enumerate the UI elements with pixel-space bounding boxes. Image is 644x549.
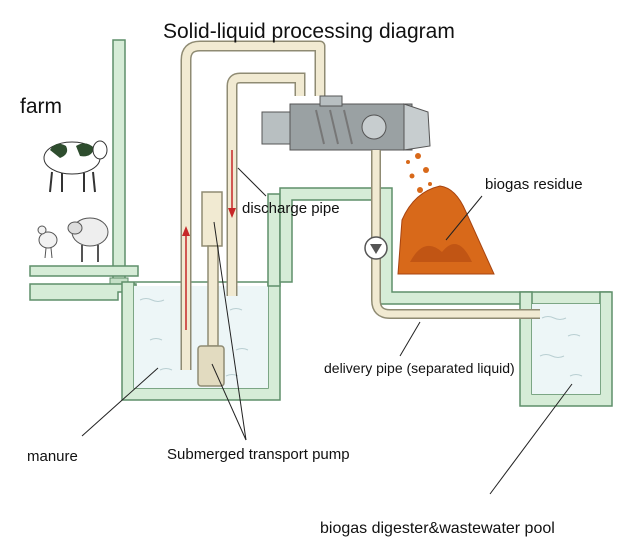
delivery-pipe-leader xyxy=(399,321,421,357)
submerged-pump xyxy=(197,191,225,387)
manure-label: manure xyxy=(27,448,78,465)
riser-pipe-inner xyxy=(182,42,324,370)
falling-solids xyxy=(406,153,432,193)
delivery-pipe-label: delivery pipe (separated liquid) xyxy=(324,360,515,376)
biogas-residue-leader xyxy=(445,195,483,241)
discharge-pipe-label: discharge pipe xyxy=(242,200,340,217)
diagram-title: Solid-liquid processing diagram xyxy=(163,20,455,43)
pool-liquid xyxy=(532,304,600,394)
digester-label: biogas digester&wastewater pool xyxy=(320,520,555,537)
pool-ripples xyxy=(539,316,583,377)
farm-floor xyxy=(29,265,139,277)
delivery-pipe-inner xyxy=(372,150,540,318)
manure-channel xyxy=(29,283,137,301)
screw-press-separator xyxy=(261,95,431,151)
flow-meter-arrow-icon xyxy=(370,244,382,254)
pig-icon xyxy=(67,217,109,262)
farm-label: farm xyxy=(20,95,62,118)
biogas-residue-label: biogas residue xyxy=(485,176,583,193)
pump-leader-b xyxy=(211,363,247,441)
return-pipe-inner xyxy=(228,74,304,296)
digester-leader xyxy=(489,383,573,495)
chicken-icon xyxy=(37,225,58,259)
discharge-pipe-leader xyxy=(237,167,267,197)
manure-leader xyxy=(81,367,159,437)
submerged-pump-label: Submerged transport pump xyxy=(167,446,350,463)
residue-shading xyxy=(410,244,472,262)
pump-leader-a xyxy=(213,221,247,441)
liquid-ripples xyxy=(139,298,249,377)
flow-arrow-up-head xyxy=(182,226,190,236)
cow-icon xyxy=(43,140,108,193)
farm-wall xyxy=(112,39,126,281)
flow-arrow-down-head xyxy=(228,208,236,218)
